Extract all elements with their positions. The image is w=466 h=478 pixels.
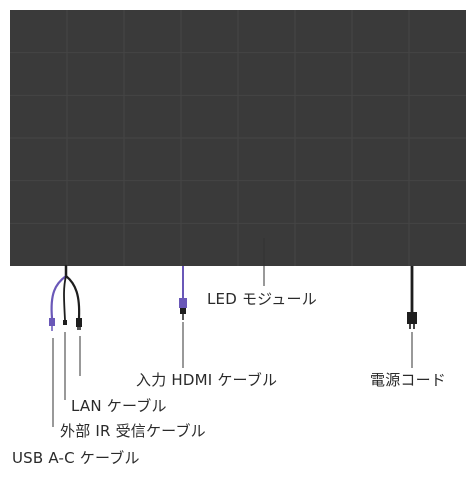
hdmi-cable bbox=[179, 266, 187, 320]
lan-cable-label: LAN ケーブル bbox=[71, 397, 167, 415]
power-plug-icon bbox=[407, 312, 417, 324]
led-panel-grid bbox=[10, 10, 466, 266]
power-cord bbox=[407, 266, 417, 329]
ir-connector-icon bbox=[63, 320, 67, 325]
led-module-label: LED モジュール bbox=[207, 290, 317, 308]
power-cord-label: 電源コード bbox=[370, 371, 447, 389]
callout-lines bbox=[52, 238, 413, 427]
usb-cable-label: USB A-C ケーブル bbox=[12, 449, 140, 467]
left-cable-bundle bbox=[49, 264, 82, 331]
lan-connector-icon bbox=[76, 318, 82, 327]
led-panel bbox=[10, 10, 466, 266]
hdmi-cable-label: 入力 HDMI ケーブル bbox=[136, 371, 278, 389]
hdmi-connector-icon bbox=[179, 298, 187, 308]
ir-cable-label: 外部 IR 受信ケーブル bbox=[60, 422, 206, 440]
usb-connector-icon bbox=[49, 318, 55, 326]
